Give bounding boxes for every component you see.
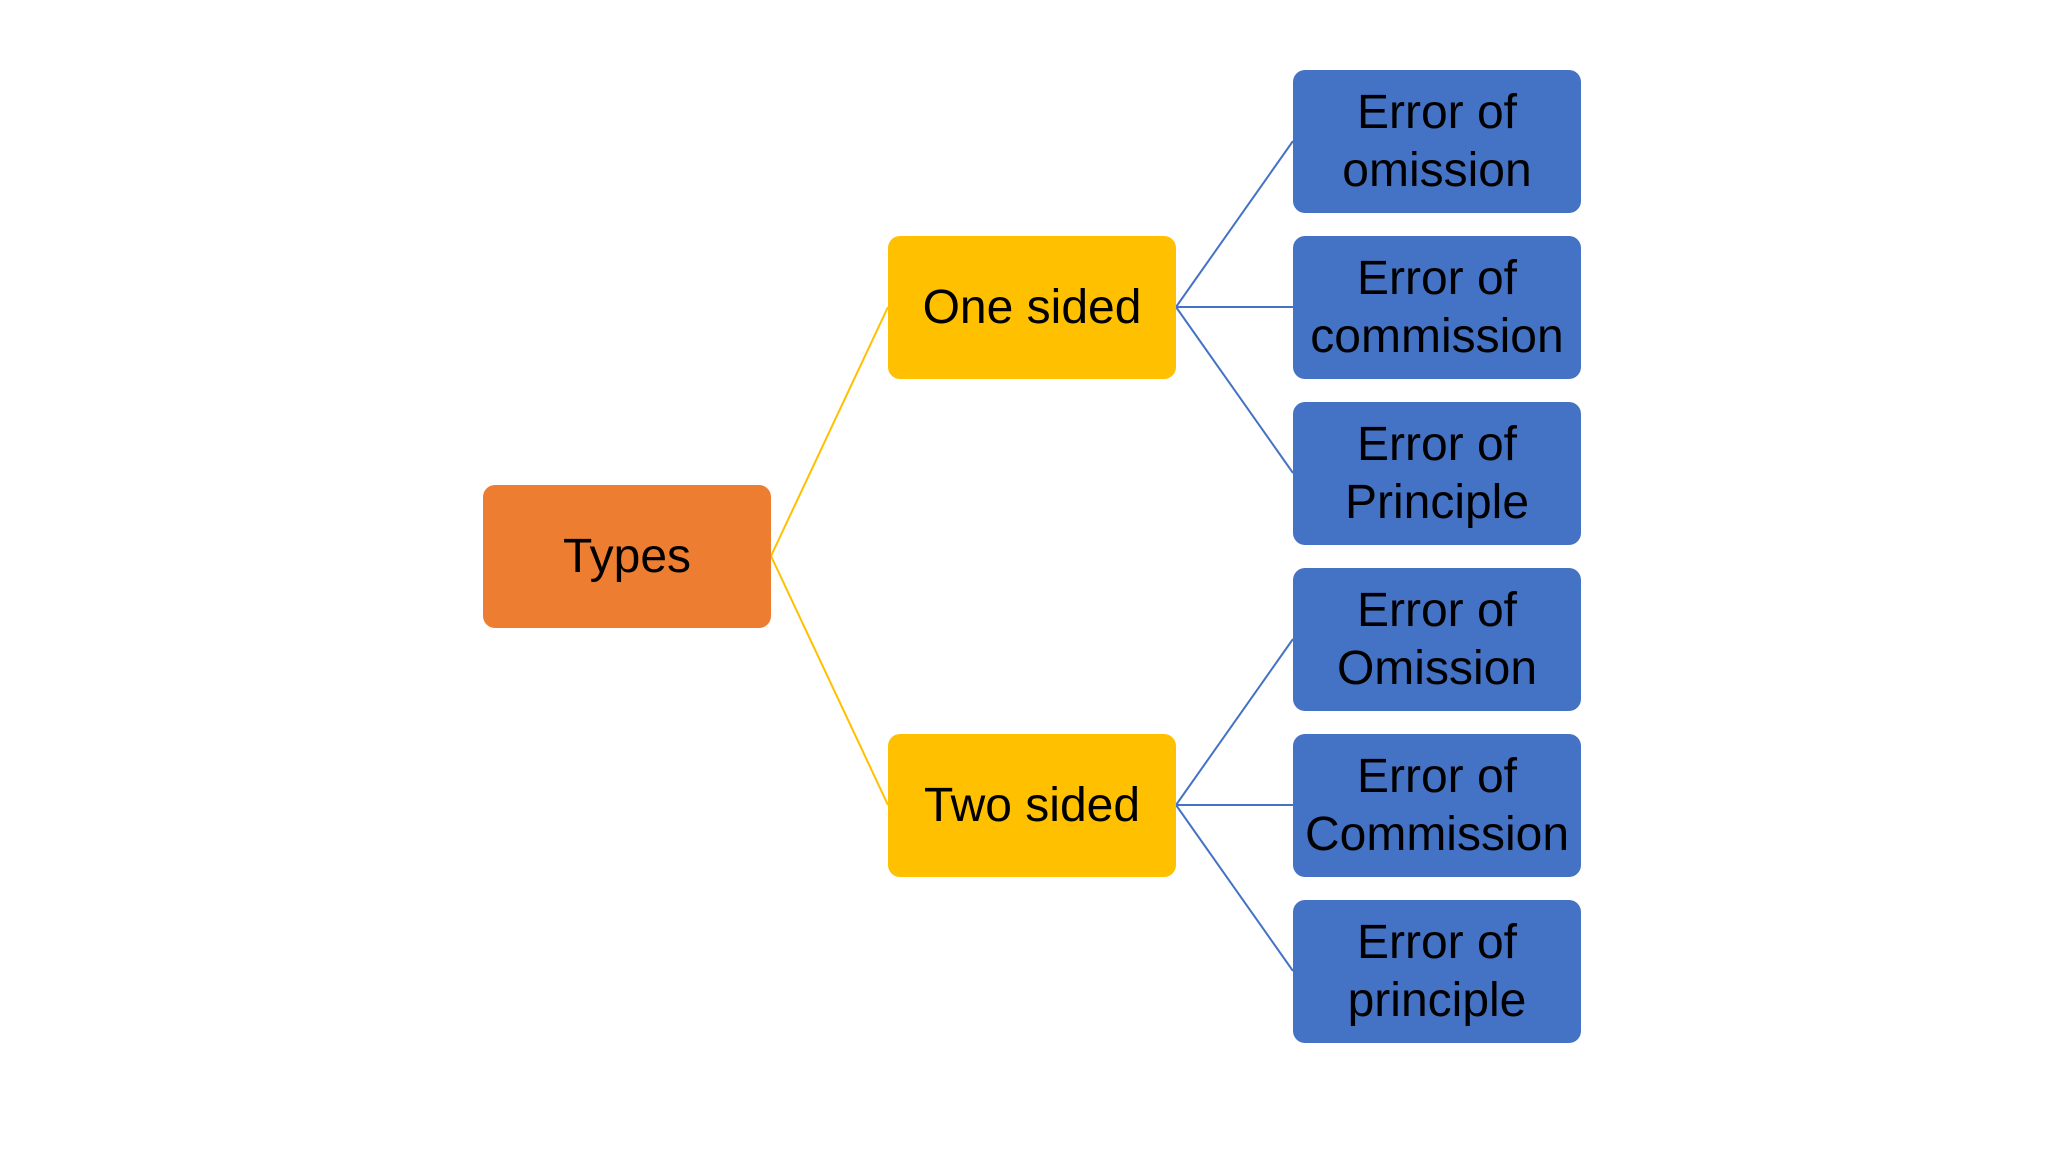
branch-node-two-sided: Two sided	[888, 734, 1176, 877]
leaf-node-one-sided-principle: Error of Principle	[1293, 402, 1581, 545]
leaf-node-two-sided-commission: Error of Commission	[1293, 734, 1581, 877]
leaf-node-label: Error of omission	[1342, 85, 1532, 197]
leaf-node-label: Error of commission	[1310, 251, 1564, 363]
connector-two-sided-leaf-3	[1175, 804, 1294, 972]
connector-one-sided-leaf-3	[1175, 306, 1294, 474]
connector-one-sided-leaf-1	[1175, 140, 1294, 308]
connector-root-two-sided	[770, 555, 889, 806]
leaf-node-label: Error of Omission	[1336, 583, 1538, 695]
root-node-label: Types	[562, 529, 692, 583]
leaf-node-one-sided-omission: Error of omission	[1293, 70, 1581, 213]
root-node-types: Types	[483, 485, 771, 628]
leaf-node-two-sided-omission: Error of Omission	[1293, 568, 1581, 711]
connector-two-sided-leaf-1	[1175, 638, 1294, 806]
leaf-node-one-sided-commission: Error of commission	[1293, 236, 1581, 379]
leaf-node-label: Error of Principle	[1344, 417, 1530, 529]
leaf-node-label: Error of Commission	[1304, 749, 1570, 861]
branch-node-one-sided: One sided	[888, 236, 1176, 379]
branch-node-label: One sided	[922, 280, 1142, 334]
connector-root-one-sided	[770, 306, 889, 557]
leaf-node-two-sided-principle: Error of principle	[1293, 900, 1581, 1043]
branch-node-label: Two sided	[923, 778, 1141, 832]
leaf-node-label: Error of principle	[1347, 915, 1527, 1027]
